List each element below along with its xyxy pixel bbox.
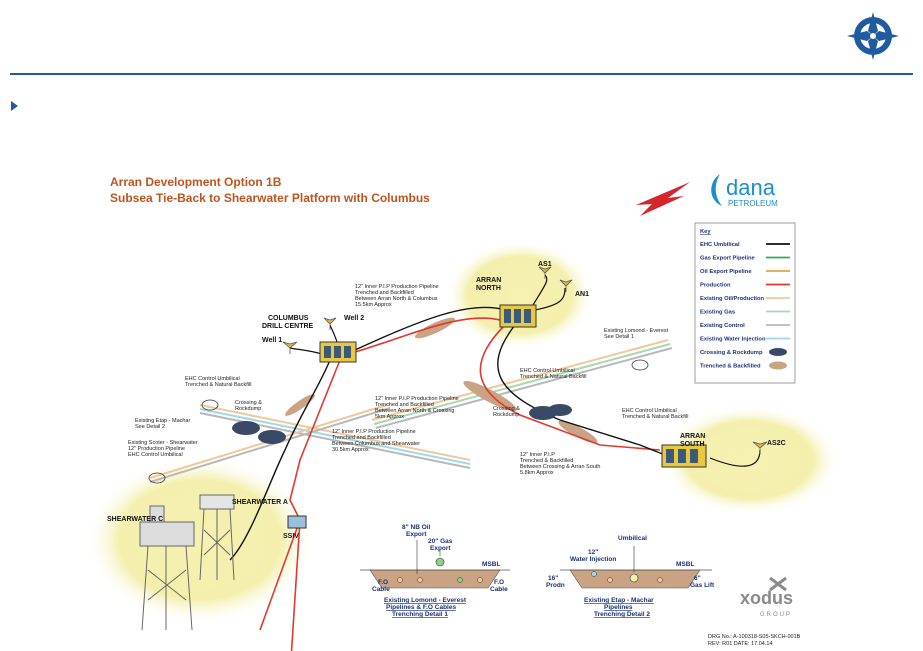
as1-label: AS1 xyxy=(538,261,552,268)
d1-msbl: MSBL xyxy=(482,561,500,568)
shearwater-a-label: SHEARWATER A xyxy=(232,499,288,506)
well1-label: Well 1 xyxy=(262,337,282,344)
an1-jumper xyxy=(534,287,566,311)
shearwater-c-platform xyxy=(139,505,195,631)
key-item-label: Existing Gas xyxy=(700,310,735,316)
ssiv-unit xyxy=(287,515,307,529)
arran-south-manifold xyxy=(661,444,707,468)
key-item-swatch xyxy=(769,361,787,370)
columbus-label-l1: COLUMBUS xyxy=(268,315,309,322)
ehc-umbilical xyxy=(229,306,666,561)
key-item-swatch xyxy=(769,348,787,356)
ssiv-label: SSIV xyxy=(283,533,299,540)
crossings xyxy=(232,404,572,444)
shearwater-c-label: SHEARWATER C xyxy=(107,516,163,523)
bullet-arrow-icon xyxy=(11,101,18,111)
arran-north-seabed xyxy=(445,240,595,350)
key-item-label: Existing Oil/Production xyxy=(700,296,765,302)
d2-msbl: MSBL xyxy=(676,561,694,568)
columbus-label-l2: DRILL CENTRE xyxy=(262,323,314,330)
dana-logo: dana PETROLEUM xyxy=(711,174,778,208)
an1-label: AN1 xyxy=(575,291,589,298)
drawing-number: DRG No.: A-100318-S05-SKCH-001B xyxy=(708,634,801,640)
arran-south-seabed xyxy=(660,405,840,515)
arran-north-manifold xyxy=(499,304,537,328)
xodus-logo: xodus GROUP xyxy=(740,576,793,618)
well2-label: Well 2 xyxy=(344,315,364,322)
key-item-label: Oil Export Pipeline xyxy=(700,269,752,275)
d2-gaslift: 6"Gas Lift xyxy=(690,575,715,589)
shearwater-seabed xyxy=(85,455,315,625)
wellheads xyxy=(282,266,768,454)
production-pipeline xyxy=(289,317,661,651)
key-heading: Key xyxy=(700,229,711,235)
red-swoosh-logo-icon xyxy=(636,182,690,216)
d2-water: 12"Water Injection xyxy=(570,549,616,563)
diagram-title: Arran Development Option 1B xyxy=(110,175,282,189)
key-item-label: Trenched & Backfilled xyxy=(700,364,761,370)
arran-north-label: ARRAN NORTH xyxy=(476,277,503,292)
dana-name: dana xyxy=(726,175,776,200)
xodus-sub: GROUP xyxy=(760,612,792,618)
crossing-note-1: Crossing &Rockdump xyxy=(235,400,262,412)
shearwater-a-platform xyxy=(199,494,235,581)
xodus-name: xodus xyxy=(740,588,793,608)
as1-jumper xyxy=(529,274,548,311)
d2-prodn: 16"Prodn xyxy=(546,575,565,589)
columbus-manifold xyxy=(319,341,357,363)
crossing-note-2: Crossing &Rockdump xyxy=(493,406,520,418)
arran-south-label-l1: ARRAN xyxy=(680,433,705,440)
trenching-detail-2: Umbilical 12"Water Injection MSBL 16"Pro… xyxy=(546,535,715,618)
columbus-label: COLUMBUS DRILL CENTRE xyxy=(262,315,314,330)
existing-lomond-everest-lines xyxy=(371,339,673,429)
arran-south-label-l2: SOUTH xyxy=(680,441,705,448)
production-riser xyxy=(259,519,301,631)
key-item-label: EHC Umbilical xyxy=(700,242,740,248)
d2-umbilical: Umbilical xyxy=(618,535,647,542)
key-item-label: Production xyxy=(700,283,731,289)
header-rule xyxy=(10,73,913,75)
compass-logo-icon xyxy=(847,12,899,60)
diagram-subtitle: Subsea Tie-Back to Shearwater Platform w… xyxy=(110,191,430,205)
key-item-label: Crossing & Rockdump xyxy=(700,350,763,356)
drawing-rev: REV: R01 DATE: 17.04.14 xyxy=(708,641,773,647)
as2c-label: AS2C xyxy=(767,440,786,447)
as2c-jumper xyxy=(709,449,761,467)
arran-south-label: ARRAN SOUTH xyxy=(680,433,707,448)
field-layout-diagram: Arran Development Option 1B Subsea Tie-B… xyxy=(85,174,840,651)
arran-north-label-l1: ARRAN xyxy=(476,277,501,284)
key-item-label: Existing Control xyxy=(700,323,745,329)
dana-sub: PETROLEUM xyxy=(728,199,778,208)
callout-ellipses xyxy=(148,359,649,484)
key-item-label: Gas Export Pipeline xyxy=(700,256,756,262)
key-item-label: Existing Water Injection xyxy=(700,337,766,343)
arran-north-label-l2: NORTH xyxy=(476,285,501,292)
